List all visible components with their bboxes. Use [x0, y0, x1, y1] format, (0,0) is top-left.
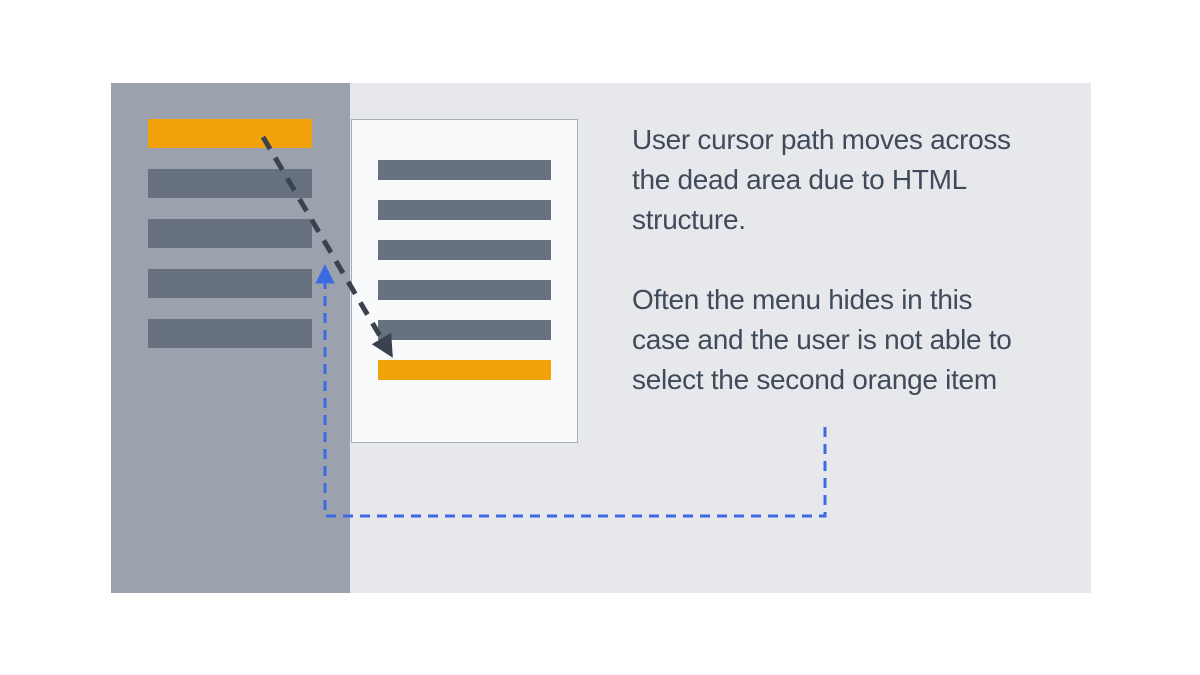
annotation-line: Often the menu hides in this: [632, 284, 973, 315]
sidebar-menu: [111, 83, 350, 593]
submenu-item: [378, 320, 551, 340]
diagram-canvas: User cursor path moves across the dead a…: [111, 83, 1091, 593]
annotation-line: the dead area due to HTML: [632, 164, 967, 195]
annotation-line: structure.: [632, 204, 746, 235]
annotation-line: User cursor path moves across: [632, 124, 1011, 155]
annotation-line: case and the user is not able to: [632, 324, 1012, 355]
sidebar-menu-item: [148, 219, 312, 248]
annotation-paragraph-1: User cursor path moves across the dead a…: [632, 120, 1082, 240]
sidebar-menu-item: [148, 169, 312, 198]
annotation-line: select the second orange item: [632, 364, 997, 395]
submenu-item: [378, 280, 551, 300]
submenu-panel: [351, 119, 578, 443]
sidebar-menu-item: [148, 269, 312, 298]
sidebar-menu-item: [148, 319, 312, 348]
annotation-text: User cursor path moves across the dead a…: [632, 120, 1082, 400]
submenu-item: [378, 200, 551, 220]
sidebar-menu-item: [148, 119, 312, 148]
submenu-item: [378, 240, 551, 260]
annotation-paragraph-2: Often the menu hides in this case and th…: [632, 280, 1082, 400]
submenu-item: [378, 360, 551, 380]
submenu-item: [378, 160, 551, 180]
